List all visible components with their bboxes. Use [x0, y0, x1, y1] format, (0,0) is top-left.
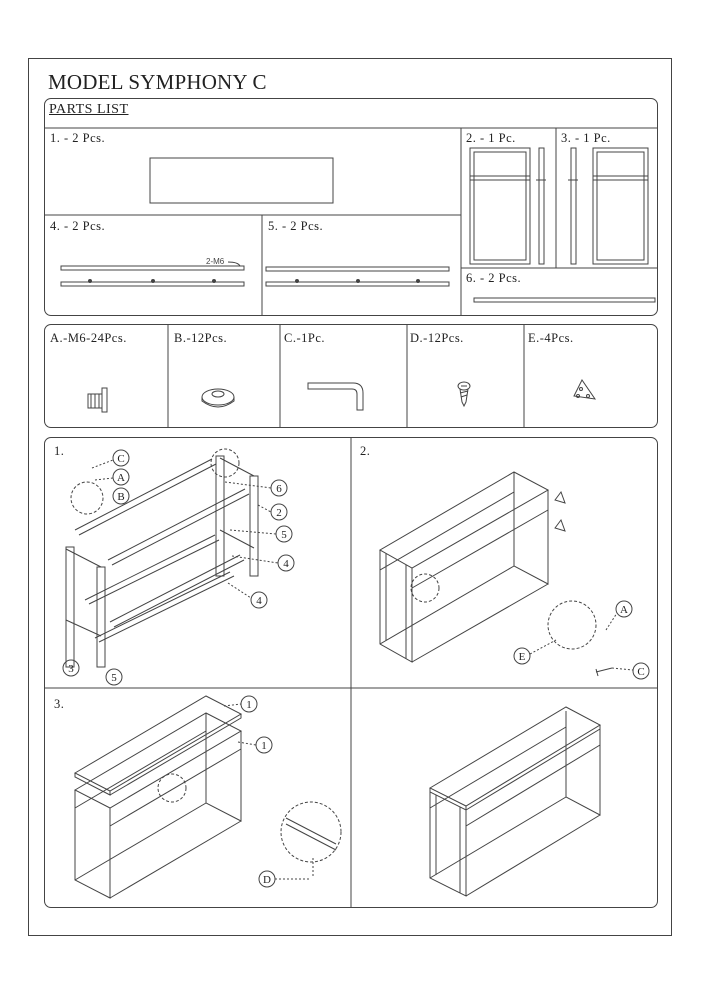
callout-text: 2	[276, 507, 282, 519]
bolt-icon	[87, 387, 108, 413]
washer-icon	[201, 388, 235, 408]
part-6-label: 6. - 2 Pcs.	[466, 271, 522, 285]
callout-text: 4	[256, 595, 262, 607]
callout-text: E	[519, 651, 526, 663]
callout-text: 6	[276, 483, 282, 495]
hardware-e-label: E.-4Pcs.	[528, 331, 574, 345]
instruction-sheet	[28, 58, 672, 936]
part-6-bar-drawing	[473, 297, 656, 303]
step-3-callouts	[223, 695, 310, 888]
part-4-callout: 2-M6	[206, 257, 225, 266]
part-2-frame-drawing	[469, 147, 546, 265]
part-3-frame-drawing	[568, 147, 649, 265]
page-title: MODEL SYMPHONY C	[48, 70, 267, 94]
assembled-table-drawing	[428, 706, 602, 897]
callout-text: 5	[281, 529, 287, 541]
parts-list-box	[44, 98, 658, 316]
hardware-d-label: D.-12Pcs.	[410, 331, 464, 345]
callout-text: C	[117, 453, 124, 465]
callout-text: A	[117, 472, 125, 484]
callout-text: A	[620, 604, 628, 616]
callout-text: 4	[283, 558, 289, 570]
hardware-grid	[167, 324, 525, 428]
callout-text: 1	[246, 699, 252, 711]
callout-letters: C A B 6 2 5 4 4 3 5 A E C 1 1 D	[68, 453, 644, 886]
step-2-label: 2.	[360, 444, 371, 458]
part-2-label: 2. - 1 Pc.	[466, 131, 516, 145]
step-1-label: 1.	[54, 444, 65, 458]
step-2-frame-drawing	[378, 471, 613, 677]
hardware-box	[44, 324, 658, 428]
screw-icon	[457, 381, 471, 408]
parts-grid	[44, 127, 658, 316]
part-4-rails-drawing	[60, 261, 245, 287]
part-1-panel-drawing	[149, 157, 334, 204]
part-1-label: 1. - 2 Pcs.	[50, 131, 106, 145]
hardware-b-label: B.-12Pcs.	[174, 331, 228, 345]
callout-text: 1	[261, 740, 267, 752]
step-1-callouts	[62, 449, 295, 686]
part-5-label: 5. - 2 Pcs.	[268, 219, 324, 233]
hardware-c-label: C.-1Pc.	[284, 331, 325, 345]
part-4-label: 4. - 2 Pcs.	[50, 219, 106, 233]
callout-text: 3	[68, 663, 74, 675]
callout-text: 5	[111, 672, 117, 684]
callout-text: C	[637, 666, 644, 678]
callout-text: B	[117, 491, 124, 503]
corner-bracket-icon	[573, 379, 597, 400]
parts-list-heading: PARTS LIST	[49, 102, 129, 117]
part-3-label: 3. - 1 Pc.	[561, 131, 611, 145]
hardware-a-label: A.-M6-24Pcs.	[50, 331, 127, 345]
allen-key-icon	[307, 382, 364, 411]
assembly-grid	[44, 437, 658, 908]
callout-text: D	[263, 874, 271, 886]
step-3-label: 3.	[54, 697, 65, 711]
step-1-exploded-drawing	[65, 448, 259, 668]
step-3-panel-drawing	[73, 695, 342, 899]
step-2-callouts	[513, 600, 650, 680]
part-5-rails-drawing	[265, 266, 450, 287]
